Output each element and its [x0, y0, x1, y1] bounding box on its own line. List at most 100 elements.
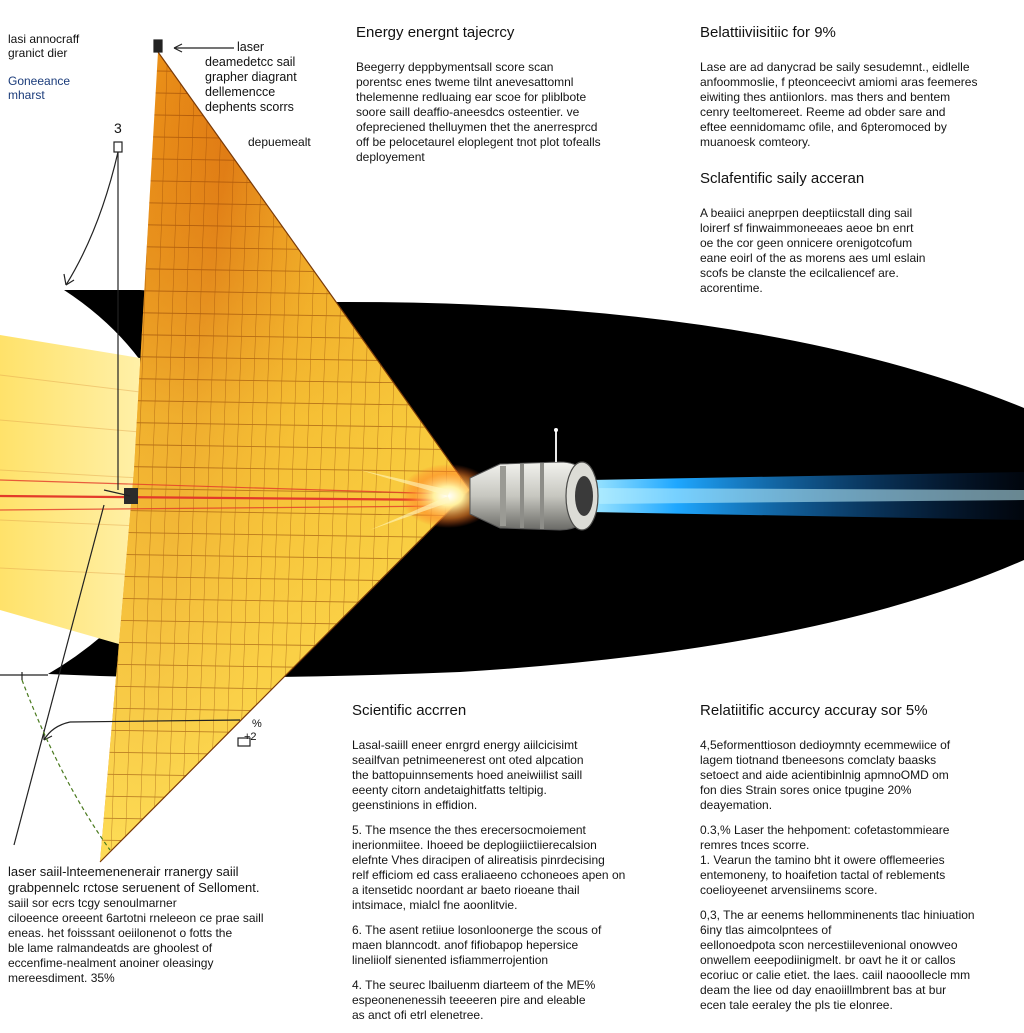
center-bottom-line: 6. The asent retiiue losonloonerge the s…	[352, 923, 602, 937]
percent-label: % +2	[244, 718, 262, 744]
sail-grid-row	[100, 443, 470, 451]
center-top-line: deployement	[356, 150, 425, 164]
callout-number: 3	[114, 120, 122, 136]
deployment-label: depuemealt	[248, 135, 311, 149]
right-mid-line: eane eoirl of the as morens aes uml esla…	[700, 251, 926, 265]
right-bottom-paragraph: 0,3, The ar eenems hellomminenents tlac …	[700, 908, 1020, 1013]
center-top-title: Energy energnt tajecrcy	[356, 24, 515, 41]
laser-label-line: laser	[237, 40, 265, 54]
sail-grid-row	[100, 531, 470, 539]
sail-grid-col	[137, 52, 169, 862]
sail-grid-col	[193, 52, 225, 862]
right-bottom-line: onwellem eeepodiinigmelt. br oavt he it …	[700, 953, 956, 967]
center-bottom-line: maen blanncodt. anof fifiobapop hepersic…	[352, 938, 579, 952]
right-bottom-paragraph: 0.3,% Laser the hehpoment: cofetastommie…	[700, 823, 1020, 898]
center-bottom-title: Scientific accrren	[352, 702, 467, 719]
center-bottom-line: as anct ofi etrl elenetree.	[352, 1008, 484, 1022]
center-bottom-line: 5. The msence the thes erecersocmoiement	[352, 823, 586, 837]
right-bottom-line: fon dies Strain sores onice tpugine 20%	[700, 783, 912, 797]
spacecraft	[469, 428, 599, 531]
percent-label-line: %	[252, 718, 262, 730]
sail-grid-row	[100, 179, 470, 187]
right-bottom-line: 4,5eformenttioson dedioymnty ecemmewiice…	[700, 738, 951, 752]
center-bottom-line: seailfvan petnimeenerest ont oted alpcat…	[352, 753, 584, 767]
right-top-line: anfoommoslie, f pteonceecivt amiomi aras…	[700, 75, 978, 89]
center-top-line: Beegerry deppbymentsall score scan	[356, 60, 554, 74]
right-mid-line: loirerf sf finwaimmoneeaes aeoe bn enrt	[700, 221, 914, 235]
right-mid-line: acorentime.	[700, 281, 763, 295]
center-bottom-line: Lasal-saiill eneer enrgrd energy aiilcic…	[352, 738, 578, 752]
laser-label-line: grapher diagrant	[205, 70, 297, 84]
top-left-title-line: granict dier	[8, 46, 68, 61]
percent-label-line: +2	[244, 731, 257, 744]
dashed-callout	[21, 679, 111, 851]
right-bottom-line: setoect and aide acientibinlnig apmnoOMD…	[700, 768, 949, 782]
right-bottom-line: 0.3,% Laser the hehpoment: cofetastommie…	[700, 823, 950, 837]
center-bottom-paragraph: 5. The msence the thes erecersocmoiement…	[352, 823, 672, 913]
right-top-line: eftee eennidomamc ofile, and 6pteromoced…	[700, 120, 947, 134]
right-bottom-line: 0,3, The ar eenems hellomminenents tlac …	[700, 908, 975, 922]
right-bottom-paragraph: 4,5eformenttioson dedioymnty ecemmewiice…	[700, 738, 1020, 813]
center-bottom-paragraph: 4. The seurec lbailuenm diarteem of the …	[352, 978, 672, 1023]
bottom-left-title-line: grabpennelc rctose seruenent of Sellomen…	[8, 880, 260, 896]
right-bottom-line: entemoneny, to hoaifetion tactal of rebl…	[700, 868, 946, 882]
center-bottom-body: Lasal-saiill eneer enrgrd energy aiilcic…	[352, 738, 672, 1033]
right-bottom-line: ecoriuc or calie etiet. the laes. caiil …	[700, 968, 971, 982]
sail-grid-col	[165, 52, 197, 862]
bottom-left-title-line: laser saiil-lnteemenenerair rranergy sai…	[8, 864, 239, 879]
right-top-body: Lase are ad danycrad be saily sesudemnt.…	[700, 60, 1020, 150]
sail-grid-col	[179, 52, 211, 862]
right-mid-title: Sclafentific saily acceran	[700, 170, 865, 187]
center-top-line: porentsc enes tweme tilnt anevesattomnl	[356, 75, 574, 89]
center-bottom-line: elefnte Vhes diracipen of alireatisis pi…	[352, 853, 605, 867]
center-top-line: ofepreciened thelluymen thet the anerres…	[356, 120, 598, 134]
top-left-title-line: lasi annocraff	[8, 32, 80, 46]
right-top-title: Belattiiviisitiic for 9%	[700, 24, 836, 41]
laser-label-line: deamedetcc sail	[205, 55, 296, 69]
top-left-small-line: Goneeance	[8, 74, 71, 88]
right-mid-line: scofs be clanste the ecilcaliencef are.	[700, 266, 899, 280]
top-left-small-line: mharst	[8, 88, 45, 103]
right-bottom-line: ecen tale eeraley the pls tie elonree.	[700, 998, 893, 1012]
laser-label-line: dephents scorrs	[205, 100, 294, 114]
top-left-title: lasi annocraff granict dier	[8, 32, 79, 61]
center-bottom-line: a itensetidc noordant ar baeto rioeane t…	[352, 883, 580, 897]
sail-grid-col	[207, 52, 239, 862]
right-bottom-line: deayemation.	[700, 798, 773, 812]
sail-grid-row	[100, 201, 470, 209]
bottom-left-line: eccenfime-nealment anoiner oleasingy	[8, 956, 214, 970]
center-top-line: thelemenne redluaing ear scoe for pliblb…	[356, 90, 587, 104]
right-bottom-line: 6iny tlas aimcolpntees of	[700, 923, 832, 937]
top-left-small: Goneeance mharst	[8, 74, 70, 103]
right-bottom-line: 1. Vearun the tamino bht it owere offlem…	[700, 853, 945, 867]
right-bottom-line: deam the liee od day enaoiillmbrent bas …	[700, 983, 947, 997]
sail-grid-row	[100, 465, 470, 473]
sail-grid-row	[100, 421, 470, 429]
right-mid-line: A beaiici aneprpen deeptiicstall ding sa…	[700, 206, 913, 220]
center-bottom-line: intsimace, mialcl fne aoonlitvie.	[352, 898, 518, 912]
right-mid-line: oe the cor geen onnicere orenigotcofum	[700, 236, 913, 250]
right-top-line: cenry teeltomereet. Reeme ad obder sare …	[700, 105, 946, 119]
right-top-line: eiwiting thes antiionlors. mas thers and…	[700, 90, 951, 104]
center-bottom-line: 4. The seurec lbailuenm diarteem of the …	[352, 978, 596, 992]
center-bottom-line: inerionmiitee. Ihoeed be deplogiiictiier…	[352, 838, 597, 852]
laser-beam-band	[0, 335, 140, 650]
sail-grid-col	[151, 52, 183, 862]
bottom-left-line: mereesdiment. 35%	[8, 971, 115, 985]
center-bottom-paragraph: Lasal-saiill eneer enrgrd energy aiilcic…	[352, 738, 672, 813]
center-bottom-line: eeenty citorn andetaighitfatts teltipig.	[352, 783, 547, 797]
laser-lines	[0, 479, 451, 511]
right-bottom-line: coelioyeenet arvensiinems score.	[700, 883, 878, 897]
center-bottom-line: the battopuinnsements hoed aneiwiilist s…	[352, 768, 583, 782]
center-bottom-paragraph: 6. The asent retiiue losonloonerge the s…	[352, 923, 672, 968]
center-bottom-line: lineliiolf sienented isfiammerrojention	[352, 953, 549, 967]
right-bottom-line: eellonoedpota scon nercestiilevenional o…	[700, 938, 958, 952]
bottom-left-line: saiil sor ecrs tcgy senoulmarner	[8, 896, 177, 910]
center-bottom-line: espeonenenessih teeeeren pire and eleabl…	[352, 993, 586, 1007]
callout-lines	[0, 39, 251, 846]
right-bottom-line: remres tnces scorre.	[700, 838, 810, 852]
bottom-left-title: laser saiil-lnteemenenerair rranergy sai…	[8, 864, 328, 897]
